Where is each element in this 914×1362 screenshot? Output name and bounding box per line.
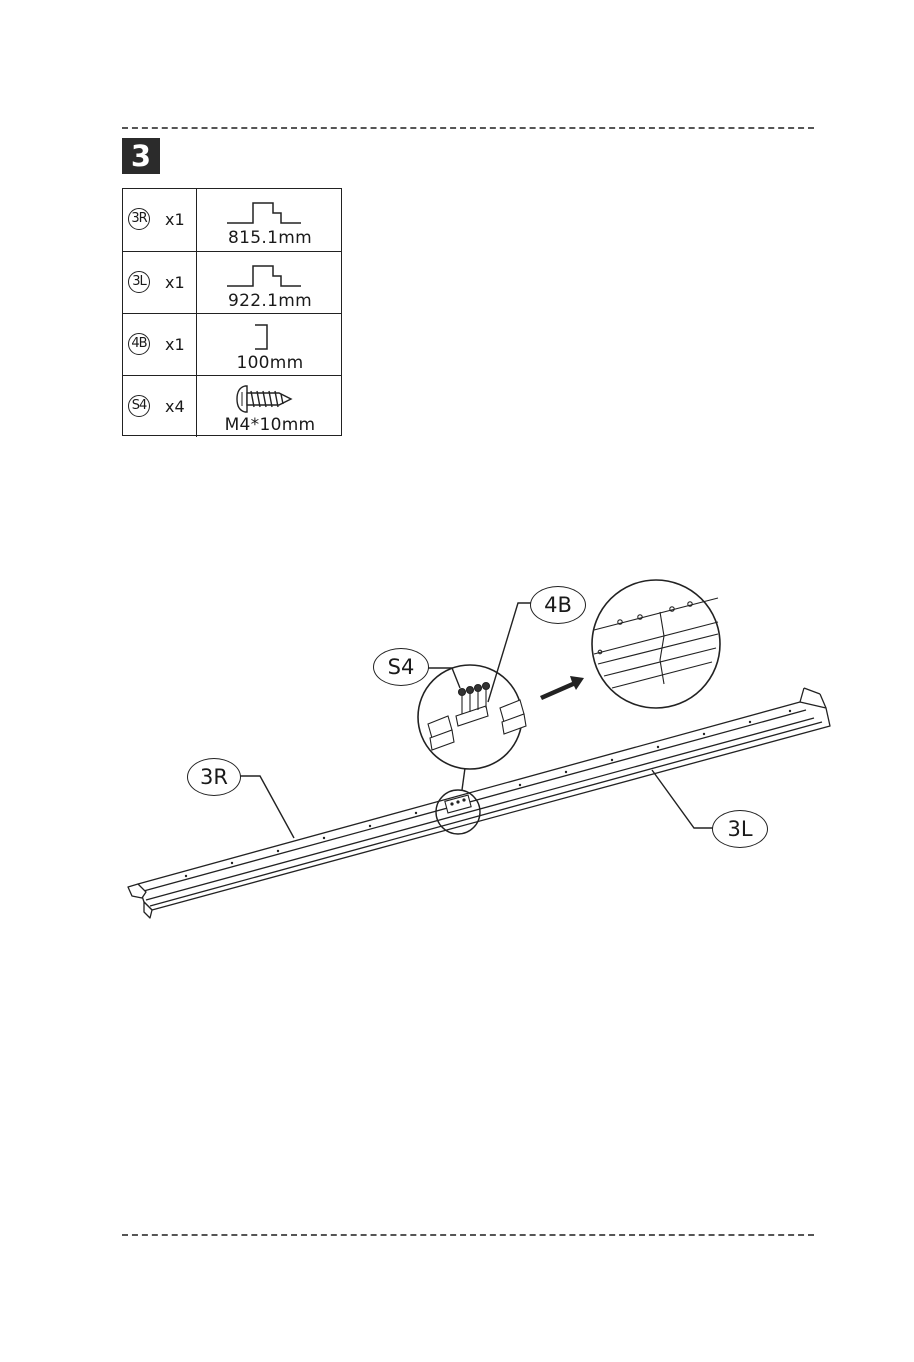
bottom-dashed-divider (122, 1234, 814, 1236)
callout-4b: 4B (530, 586, 586, 624)
callout-s4: S4 (373, 648, 429, 686)
callout-3l: 3L (712, 810, 768, 848)
callout-3r: 3R (187, 758, 241, 796)
direction-arrow-icon (540, 676, 584, 700)
finished-joint-circle (592, 580, 720, 708)
